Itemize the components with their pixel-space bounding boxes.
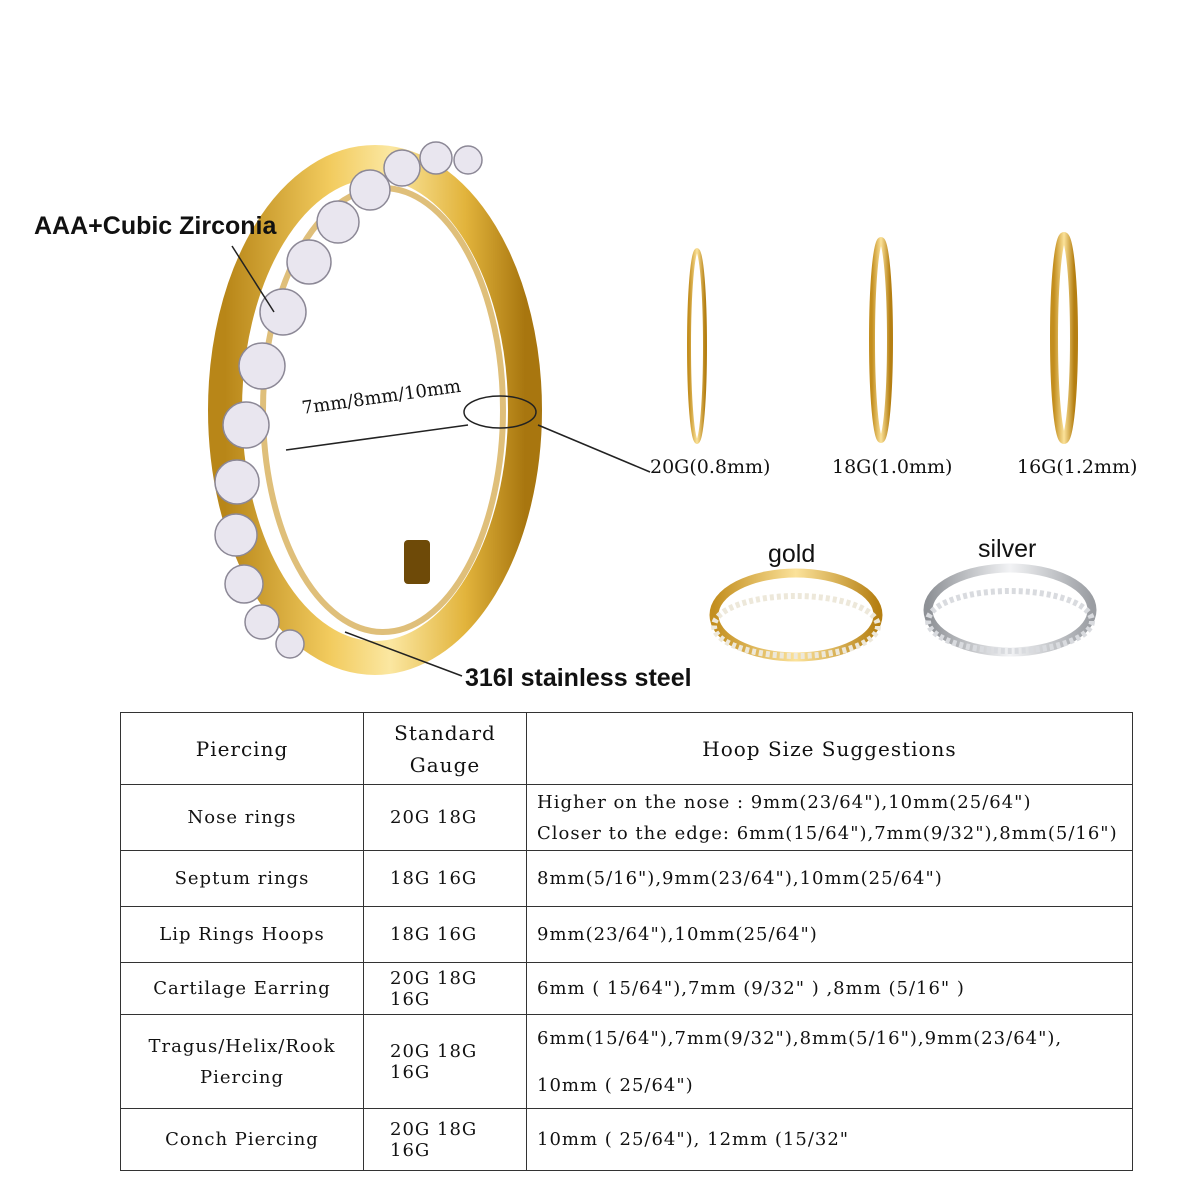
hoop-size-cell: 10mm ( 25/64"), 12mm (15/32": [526, 1108, 1133, 1171]
gauge-20g-label: 20G(0.8mm): [650, 456, 771, 478]
gauge-16g-label: 16G(1.2mm): [1017, 456, 1138, 478]
hoop-size-cell: 9mm(23/64"),10mm(25/64"): [526, 906, 1133, 963]
gauge-cell: 20G 18G: [363, 784, 527, 851]
gauge-cell: 20G 18G 16G: [363, 1014, 527, 1109]
piercing-cell: Lip Rings Hoops: [120, 906, 364, 963]
material-callout: 316l stainless steel: [465, 664, 692, 692]
piercing-cell: Nose rings: [120, 784, 364, 851]
main-ring-image: [208, 141, 542, 675]
gauge-cell: 18G 16G: [363, 906, 527, 963]
silver-ring-sample: [923, 563, 1097, 657]
hinge-detail: [404, 540, 430, 584]
gauge-cell: 20G 18G 16G: [363, 962, 527, 1015]
silver-label: silver: [978, 535, 1037, 563]
header-hoop-size: Hoop Size Suggestions: [526, 712, 1133, 785]
gauge-16g-hoop: [1050, 232, 1078, 444]
stone-callout: AAA+Cubic Zirconia: [34, 212, 277, 240]
gauge-18g-label: 18G(1.0mm): [832, 456, 953, 478]
piercing-cell: Cartilage Earring: [120, 962, 364, 1015]
piercing-cell: Septum rings: [120, 850, 364, 907]
product-illustration: [208, 141, 1097, 677]
gold-ring-sample: [709, 568, 883, 662]
hoop-size-cell: Higher on the nose : 9mm(23/64"),10mm(25…: [526, 784, 1133, 851]
gauge-20g-hoop: [687, 248, 707, 444]
gauge-cell: 18G 16G: [363, 850, 527, 907]
piercing-cell: Conch Piercing: [120, 1108, 364, 1171]
gem-row: [214, 141, 483, 659]
header-piercing: Piercing: [120, 712, 364, 785]
hoop-size-cell: 6mm(15/64"),7mm(9/32"),8mm(5/16"),9mm(23…: [526, 1014, 1133, 1109]
gauge-18g-hoop: [869, 237, 893, 443]
hoop-size-cell: 8mm(5/16"),9mm(23/64"),10mm(25/64"): [526, 850, 1133, 907]
hoop-size-cell: 6mm ( 15/64"),7mm (9/32" ) ,8mm (5/16" ): [526, 962, 1133, 1015]
gauge-cell: 20G 18G 16G: [363, 1108, 527, 1171]
gold-label: gold: [768, 540, 816, 568]
